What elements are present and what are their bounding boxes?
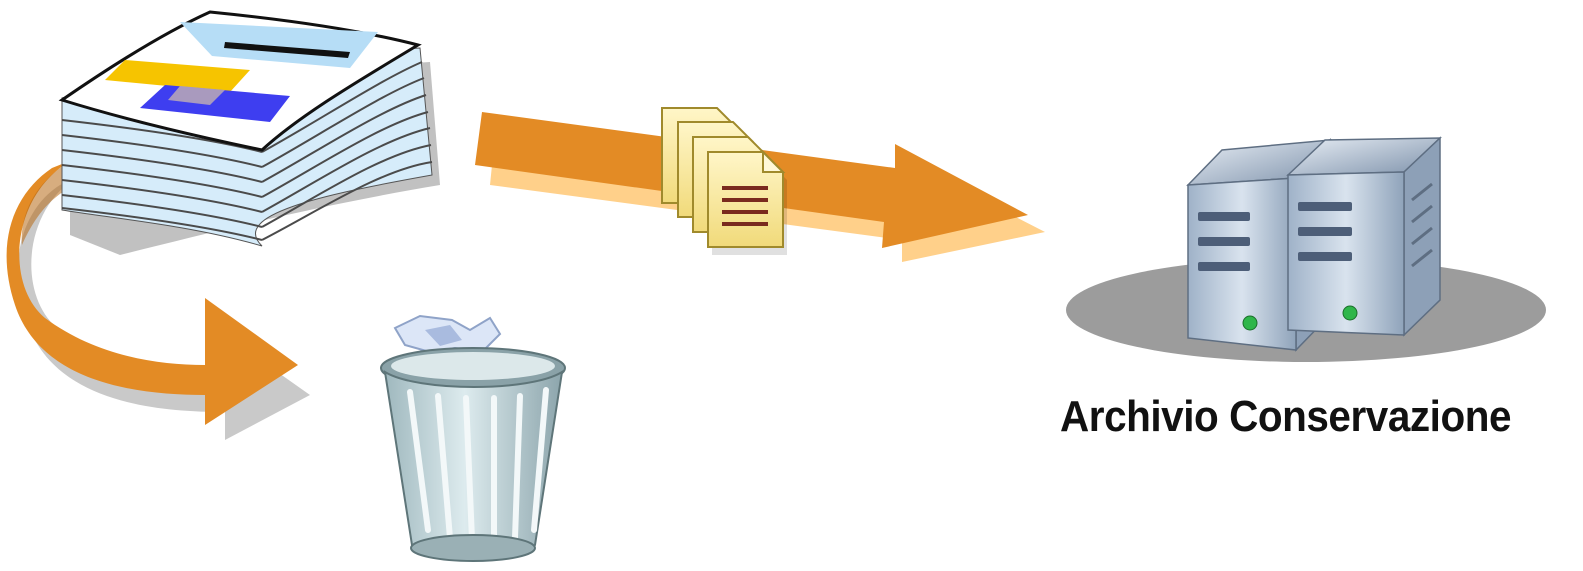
server-icon [1066,138,1546,362]
paper-stack-icon [62,12,440,255]
archive-label: Archivio Conservazione [1060,392,1529,442]
documents-icon [662,108,787,255]
trash-can-icon [381,316,565,561]
